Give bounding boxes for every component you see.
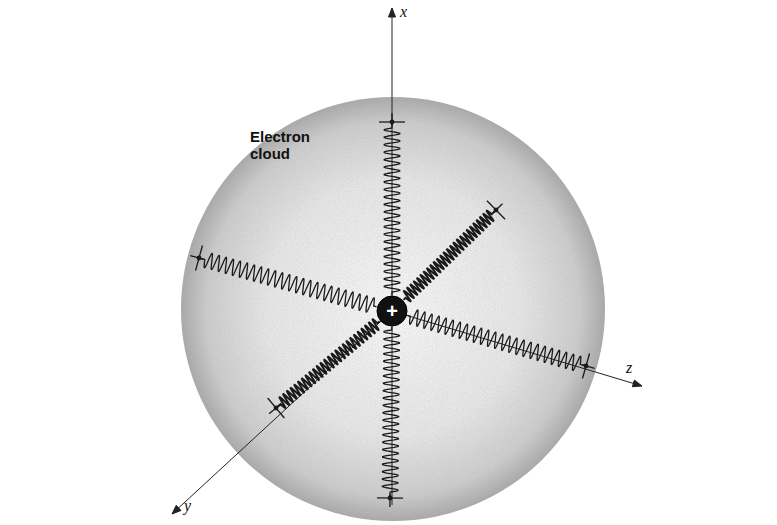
- anchor-point: [494, 208, 499, 213]
- nucleus-sign: +: [386, 301, 398, 321]
- axis-label: y: [184, 498, 191, 514]
- anchor-cross: [493, 204, 502, 213]
- anchor-cross: [268, 398, 285, 418]
- spring: [276, 319, 380, 408]
- axis-arrowhead: [632, 380, 642, 387]
- anchor-point: [388, 496, 393, 501]
- axis-label: x: [400, 4, 407, 20]
- axis-line: [392, 311, 642, 386]
- anchor-cross: [269, 405, 279, 413]
- spring: [407, 310, 586, 370]
- spring: [199, 253, 377, 312]
- cloud-label: Electron cloud: [250, 128, 334, 163]
- axis-line: [172, 311, 392, 514]
- spring: [384, 122, 400, 295]
- anchor-point: [584, 364, 589, 369]
- axis-arrowhead: [172, 505, 181, 514]
- axis-label: z: [626, 360, 632, 376]
- anchor-point: [274, 406, 279, 411]
- nucleus: +: [376, 295, 408, 327]
- axis-line: [392, 8, 393, 505]
- cloud-text-box: Electron cloud: [250, 128, 334, 163]
- spring: [403, 210, 496, 301]
- anchor-cross: [582, 353, 589, 378]
- electron-cloud: + Electron cloud: [180, 96, 606, 522]
- spring: [382, 327, 399, 498]
- anchor-cross: [487, 201, 505, 220]
- anchor-point: [197, 256, 202, 261]
- anchor-point: [390, 120, 395, 125]
- axis-arrowhead: [389, 8, 396, 17]
